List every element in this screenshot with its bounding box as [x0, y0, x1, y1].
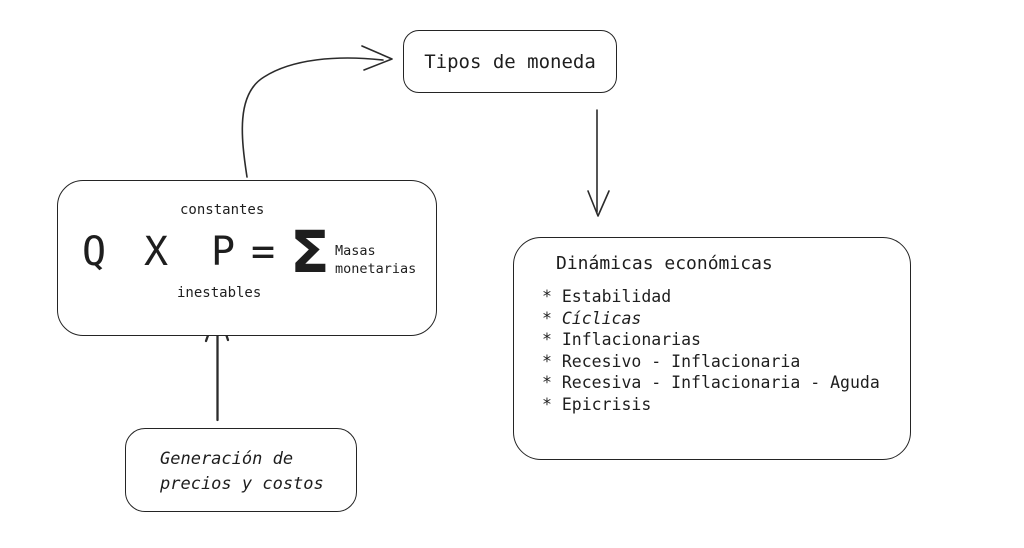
generacion-line1: Generación de: [160, 449, 294, 469]
sigma-caption: Masas monetarias: [335, 242, 416, 278]
list-item: * Estabilidad: [542, 287, 672, 306]
tipos-de-moneda-label: Tipos de moneda: [424, 50, 596, 73]
formula-term-p: P: [211, 229, 236, 275]
list-item: * Epicrisis: [542, 394, 652, 414]
formula-label-constantes: constantes: [180, 202, 265, 218]
list-item: * Recesiva - Inflacionaria - Aguda: [542, 373, 880, 392]
generacion-line2: precios y costos: [160, 474, 324, 494]
formula-equals-sign: =: [251, 229, 276, 275]
list-item: * Recesivo - Inflacionaria: [542, 351, 801, 371]
node-tipos-de-moneda: Tipos de moneda: [403, 30, 617, 93]
node-formula: constantes Q X P = Σ Masas monetarias in…: [57, 180, 437, 336]
sigma-caption-line2: monetarias: [335, 261, 417, 277]
formula-term-x: X: [144, 229, 169, 275]
sigma-symbol: Σ: [290, 218, 330, 286]
arrow-tipos-to-dinamicas: [587, 109, 610, 217]
dinamicas-title: Dinámicas económicas: [556, 253, 773, 274]
node-dinamicas-economicas: Dinámicas económicas * Estabilidad * Cíc…: [513, 237, 911, 460]
list-item: * Inflacionarias: [542, 330, 701, 349]
sigma-caption-line1: Masas: [335, 243, 376, 259]
node-generacion-precios-costos: Generación de precios y costos: [125, 428, 357, 512]
arrow-formula-to-tipos: [241, 45, 393, 178]
formula-label-inestables: inestables: [177, 285, 262, 301]
dinamicas-list: * Estabilidad * Cíclicas * Inflacionaria…: [542, 286, 880, 415]
list-item: * Cíclicas: [542, 308, 642, 328]
formula-term-q: Q: [82, 229, 107, 275]
